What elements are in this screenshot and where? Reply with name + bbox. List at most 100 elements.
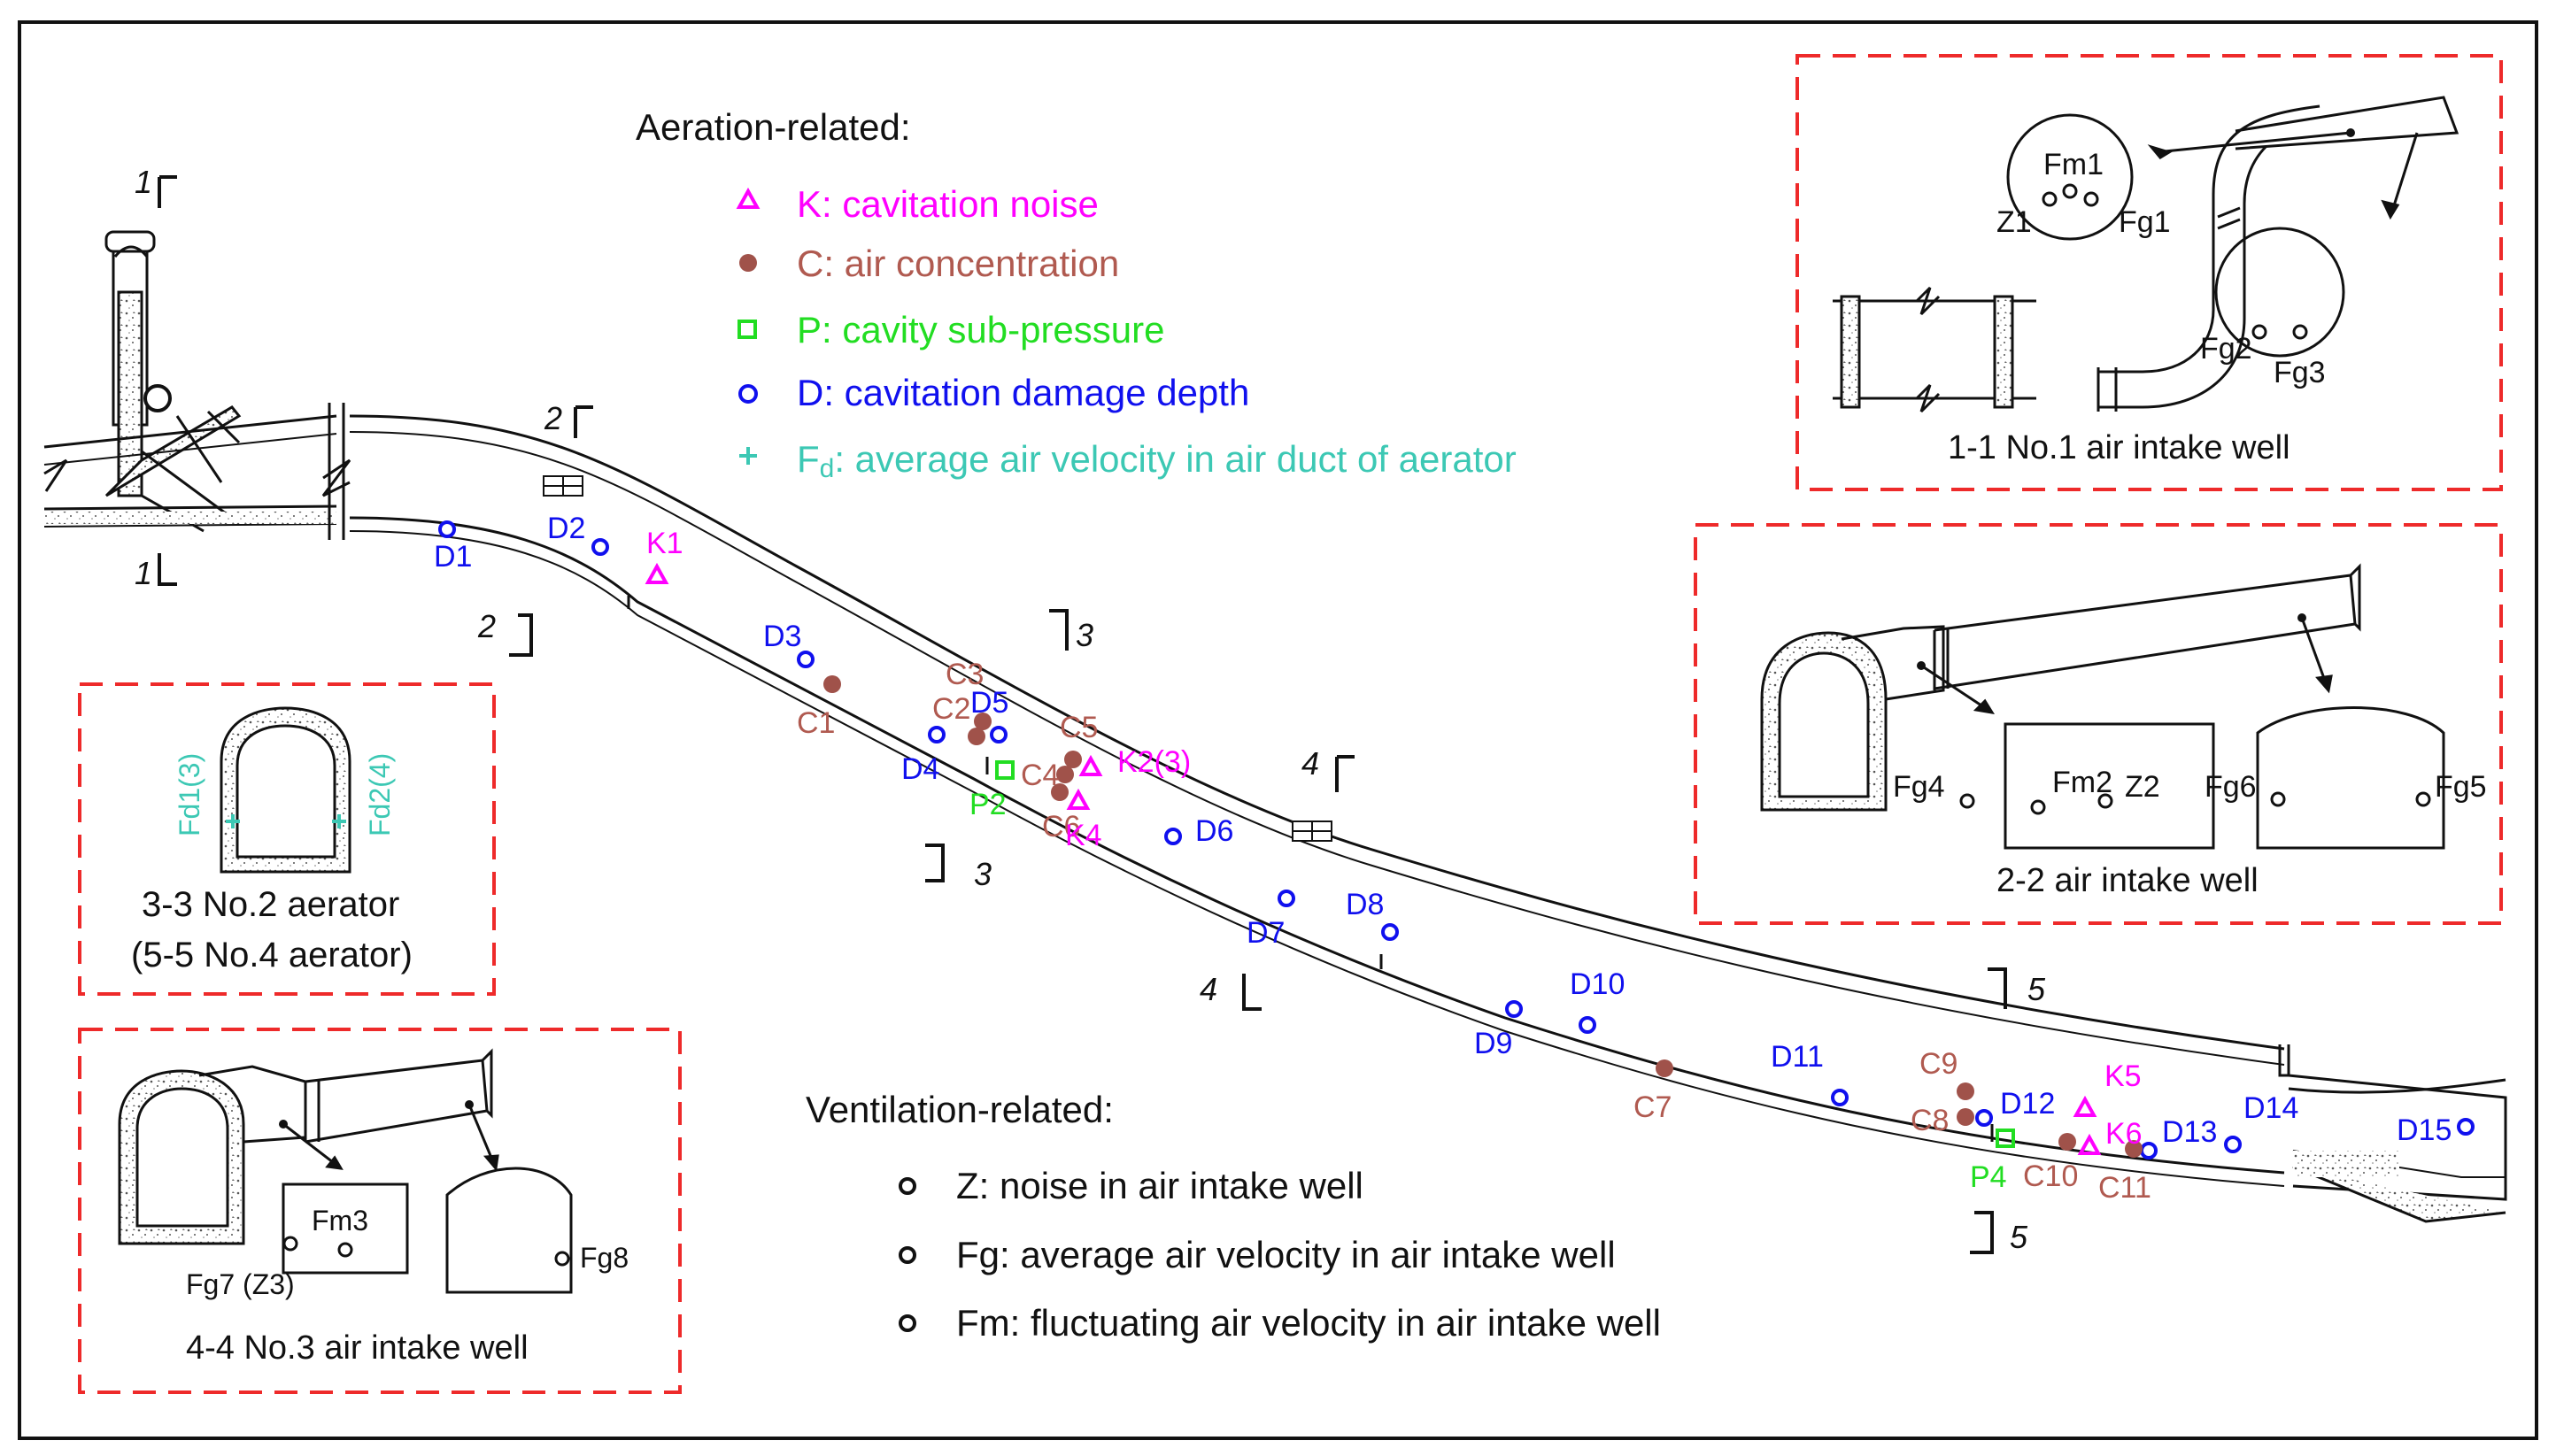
label-fg4: Fg4 (1893, 770, 1945, 804)
marker-d (591, 538, 609, 556)
aerator-velocity-icon (739, 447, 757, 465)
marker-d (1278, 890, 1295, 907)
marker-c (1957, 1082, 1974, 1100)
section-3-top: 3 (1076, 617, 1093, 653)
caption-aerator-1: 3-3 No.2 aerator (142, 885, 399, 924)
marker-d (1579, 1016, 1596, 1034)
aeration-legend: Aeration-related: K: cavitation noise C:… (636, 106, 1517, 483)
marker-c (1957, 1108, 1974, 1126)
tunnel-profile (43, 230, 351, 540)
legend-avg-velocity-well: Fg: average air velocity in air intake w… (956, 1234, 1616, 1275)
marker-k (1078, 754, 1103, 776)
point-label-c: C7 (1633, 1090, 1672, 1124)
point-label-k: K2(3) (1117, 745, 1191, 779)
marker-d (2140, 1142, 2158, 1159)
point-label-d: D4 (901, 752, 939, 786)
point-label-d: D10 (1570, 967, 1625, 1001)
marker-c (2058, 1133, 2076, 1151)
point-label-p: P4 (1970, 1160, 2007, 1194)
marker-d (797, 651, 815, 668)
section-2-top: 2 (544, 400, 562, 436)
section-1-bottom: 1 (135, 555, 152, 591)
point-label-d: D8 (1346, 888, 1384, 921)
section-4-bottom: 4 (1200, 971, 1217, 1007)
caption-well-3: 4-4 No.3 air intake well (186, 1329, 529, 1367)
legend-air-concentration: C: air concentration (797, 243, 1119, 284)
inset-aerator: Fd1(3) Fd2(4) 3-3 No.2 aerator (5-5 No.4… (78, 682, 496, 996)
marker-d (2224, 1136, 2242, 1153)
point-label-d: D15 (2397, 1113, 2452, 1147)
legend-damage-depth: D: cavitation damage depth (797, 372, 1249, 413)
section-4-top: 4 (1301, 745, 1319, 782)
point-label-d: D2 (547, 512, 585, 545)
marker-c (1656, 1059, 1673, 1077)
marker-c (1051, 783, 1069, 801)
label-fd1: Fd1(3) (174, 753, 205, 836)
label-fm1: Fm1 (2043, 148, 2104, 181)
marker-c (1056, 766, 1074, 783)
marker-d (990, 726, 1008, 743)
point-label-d: D7 (1247, 916, 1285, 950)
point-label-c: C4 (1021, 759, 1059, 792)
label-fd2: Fd2(4) (364, 753, 396, 836)
marker-d (1381, 923, 1399, 941)
label-fg1: Fg1 (2119, 205, 2171, 239)
label-fg5: Fg5 (2435, 770, 2487, 804)
label-fg7: Fg7 (Z3) (186, 1268, 295, 1300)
marker-p (1996, 1129, 2015, 1148)
point-label-c: C11 (2098, 1171, 2151, 1205)
legend-aerator-velocity: Fd: average air velocity in air duct of … (797, 438, 1517, 483)
point-label-d: D1 (434, 540, 472, 574)
caption-well-1: 1-1 No.1 air intake well (1948, 429, 2290, 466)
marker-k (2077, 1133, 2102, 1155)
marker-c (2125, 1140, 2143, 1158)
cavity-pressure-icon (737, 320, 757, 339)
inset-well-2: Fg4 Fm2 Z2 Fg6 Fg5 2-2 air intake well (1694, 523, 2503, 925)
point-label-c: C6 (1042, 810, 1080, 844)
label-fg3: Fg3 (2274, 356, 2326, 389)
label-fm3: Fm3 (312, 1205, 368, 1236)
ventilation-legend: Ventilation-related: Z: noise in air int… (806, 1089, 1661, 1344)
marker-d (1831, 1089, 1849, 1106)
caption-well-2: 2-2 air intake well (1996, 862, 2259, 899)
point-label-k: K1 (646, 527, 683, 560)
point-label-c: C1 (797, 706, 835, 740)
point-label-c: C5 (1060, 711, 1098, 744)
point-label-d: D9 (1474, 1027, 1512, 1060)
caption-aerator-2: (5-5 No.4 aerator) (131, 936, 413, 975)
label-fm2: Fm2 (2052, 766, 2112, 799)
marker-c (974, 713, 992, 730)
section-3-bottom: 3 (974, 856, 992, 892)
marker-c (823, 675, 841, 693)
label-z1: Z1 (1996, 205, 2032, 239)
marker-p (995, 760, 1015, 780)
marker-k (2073, 1095, 2097, 1117)
noise-well-icon (899, 1177, 916, 1195)
marker-k (645, 562, 669, 584)
inset-well-3: Fm3 Fg7 (Z3) Fg8 4-4 No.3 air intake wel… (78, 1028, 682, 1394)
section-2-bottom: 2 (477, 608, 496, 644)
marker-k (1066, 788, 1091, 810)
inset-well-1: Fm1 Z1 Fg1 Fg2 Fg3 1-1 No.1 air intake w… (1795, 54, 2503, 491)
point-label-k: K4 (1065, 819, 1102, 852)
marker-d (438, 520, 456, 538)
point-label-k: K5 (2104, 1059, 2142, 1093)
marker-d (2457, 1118, 2475, 1136)
marker-d (928, 726, 946, 743)
section-5-bottom: 5 (2010, 1219, 2028, 1255)
air-concentration-icon (739, 254, 757, 272)
legend-noise-well: Z: noise in air intake well (956, 1165, 1363, 1206)
point-label-d: D11 (1771, 1040, 1824, 1074)
label-fg2: Fg2 (2200, 332, 2252, 366)
cavitation-noise-icon (736, 187, 761, 209)
point-label-c: C3 (946, 658, 984, 691)
point-label-d: D5 (970, 686, 1008, 720)
point-label-d: D14 (2243, 1091, 2298, 1125)
outer-frame (18, 20, 2538, 1440)
damage-depth-icon (738, 384, 758, 404)
point-label-d: D3 (763, 620, 801, 653)
marker-d (1505, 1000, 1523, 1018)
section-numbers: 1 1 2 2 3 3 4 4 5 5 (135, 164, 2046, 1255)
